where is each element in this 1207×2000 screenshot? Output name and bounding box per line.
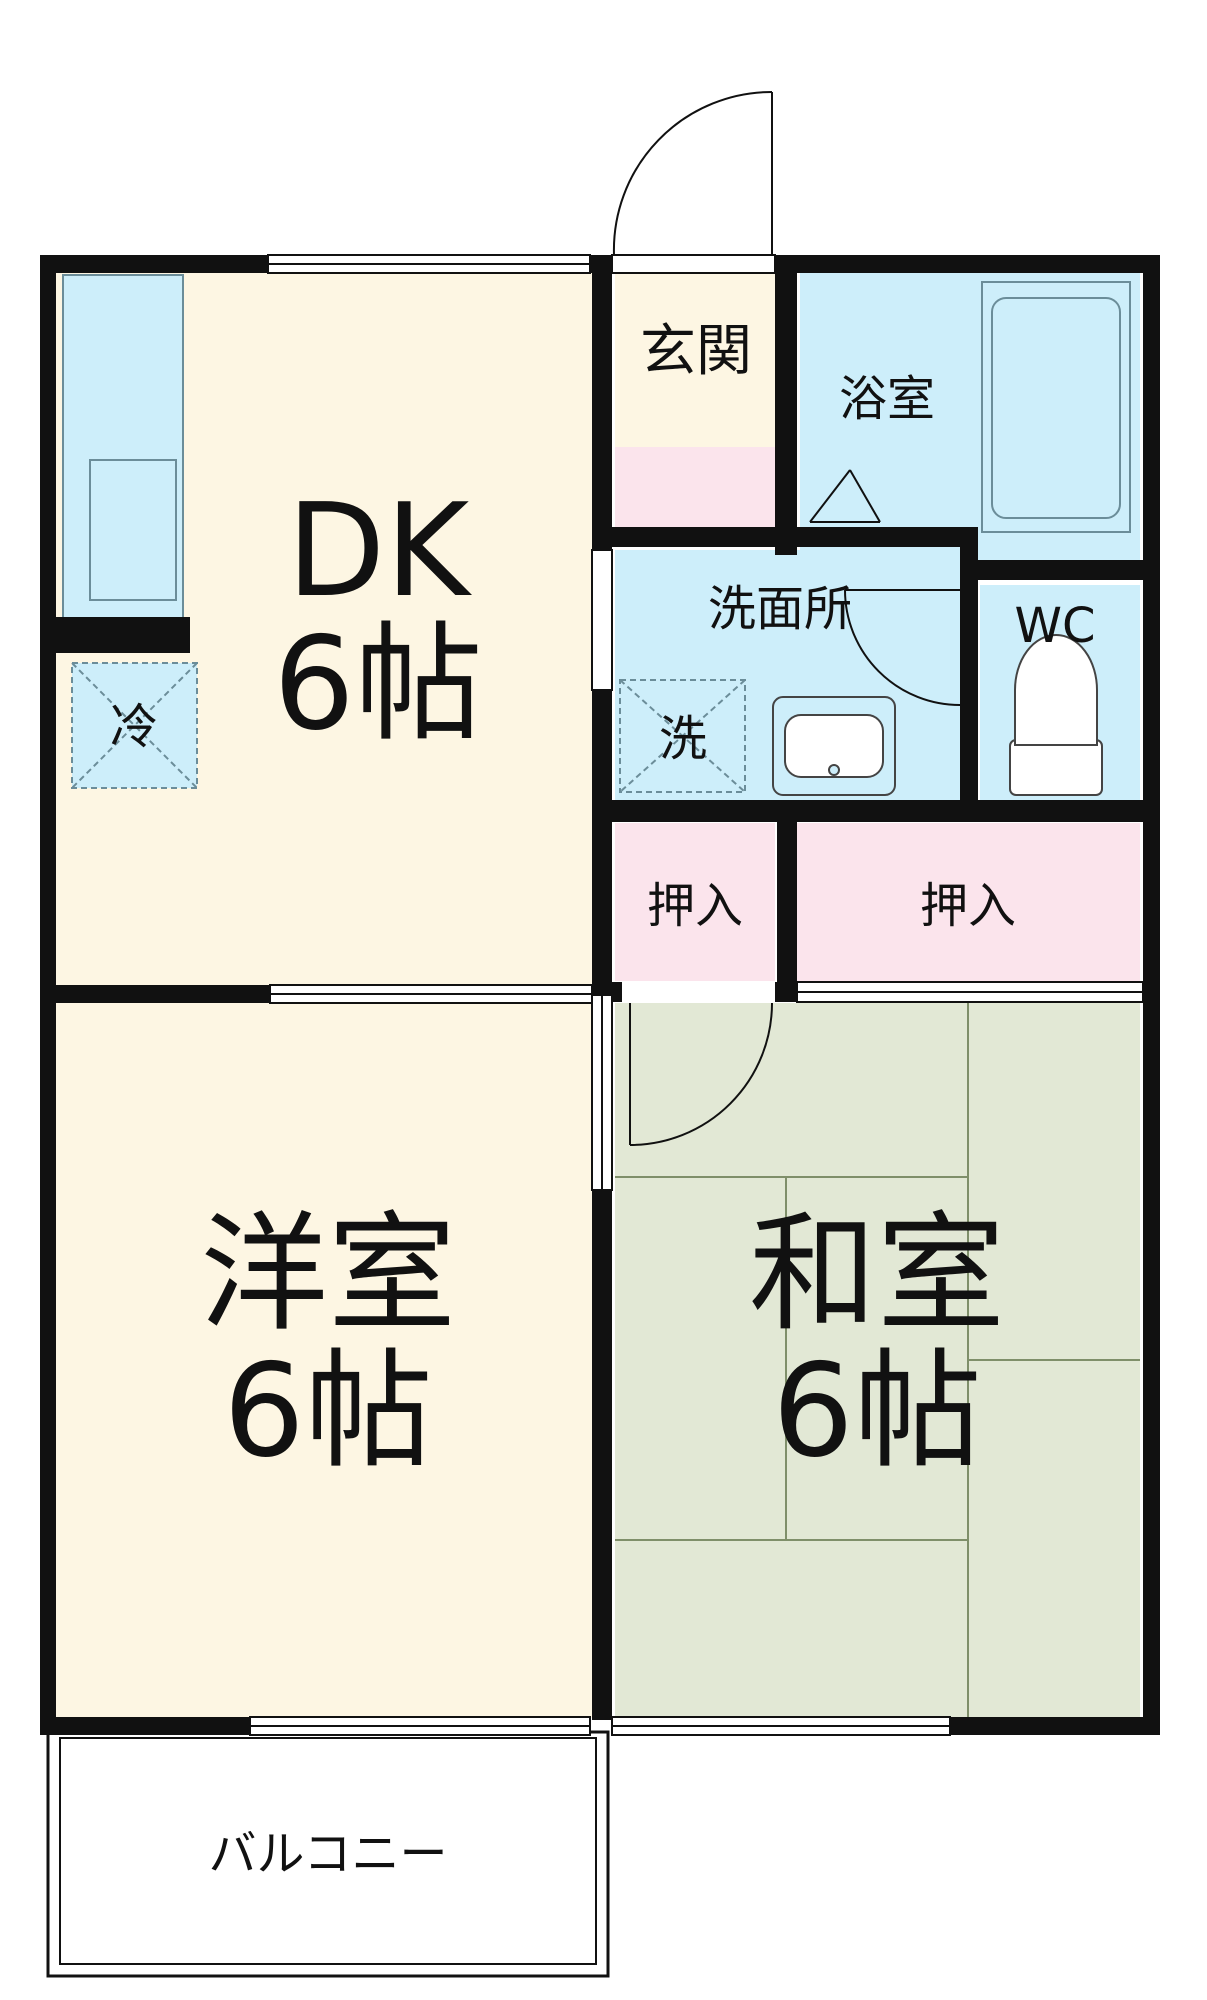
oshiire-left-floor — [615, 823, 775, 981]
yoshitsu-floor — [52, 1003, 592, 1718]
washitsu-label-line2: 6帖 — [772, 1337, 981, 1486]
washitsu-door — [629, 1002, 773, 1146]
fridge-label: 冷 — [110, 699, 158, 755]
balcony-inner — [59, 1737, 597, 1965]
bath-door — [809, 469, 881, 523]
balcony-label: バルコニー — [208, 1826, 447, 1882]
toilet — [1009, 634, 1103, 796]
washbasin — [772, 696, 896, 796]
windows — [249, 254, 1144, 1736]
dk-label-line2: 6帖 — [273, 610, 482, 759]
washer-label: 洗 — [659, 711, 707, 767]
walls — [40, 255, 1160, 1735]
fridge-box — [71, 662, 198, 789]
kitchen-sink — [89, 459, 177, 601]
yoshitsu-label-line1: 洋室 — [200, 1200, 456, 1349]
senmenjo-label: 洗面所 — [708, 581, 852, 637]
genkan-label: 玄関 — [640, 319, 752, 384]
bathtub-inner — [991, 297, 1121, 519]
yoshitsu-label-line2: 6帖 — [223, 1337, 432, 1486]
tatami-lines — [615, 1003, 1140, 1718]
oshiire-right-floor — [797, 823, 1140, 981]
oshiire-right-label: 押入 — [920, 878, 1016, 934]
entrance-door — [612, 91, 773, 256]
genkan-step — [615, 447, 778, 527]
washer-box — [619, 679, 746, 793]
wc-label: WC — [1015, 598, 1096, 654]
dk-label-line1: DK — [287, 477, 473, 626]
washitsu-label-line1: 和室 — [749, 1200, 1005, 1349]
senmenjo-door — [844, 589, 961, 706]
yokushitsu-label: 浴室 — [839, 371, 935, 427]
balcony-outline — [46, 1730, 610, 1978]
genkan-floor — [615, 272, 778, 447]
oshiire-left-label: 押入 — [647, 878, 743, 934]
